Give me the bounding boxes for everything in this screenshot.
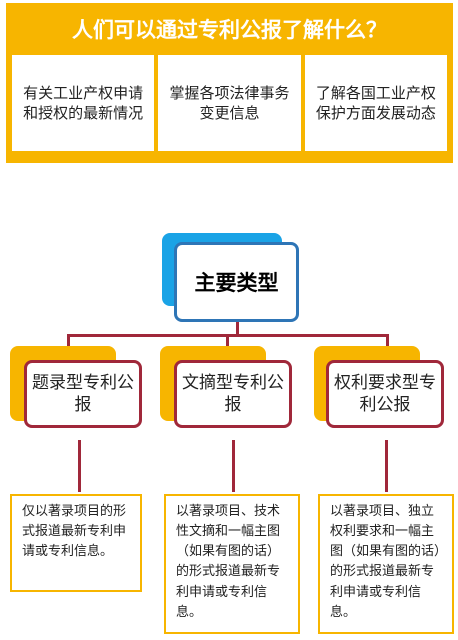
connector-desc-2 xyxy=(232,440,235,492)
info-cell-3: 了解各国工业产权保护方面发展动态 xyxy=(304,55,447,151)
header-title: 人们可以通过专利公报了解什么？ xyxy=(72,18,387,42)
connector-desc-1 xyxy=(78,440,81,492)
main-node: 主要类型 xyxy=(174,242,299,322)
description-box-1: 仅以著录项目的形式报道最新专利申请或专利信息。 xyxy=(10,494,142,592)
info-cell-1: 有关工业产权申请和授权的最新情况 xyxy=(12,55,155,151)
info-cell-2: 掌握各项法律事务变更信息 xyxy=(158,55,301,151)
type-node-3: 权利要求型专利公报 xyxy=(326,360,444,428)
description-box-2: 以著录项目、技术性文摘和一幅主图（如果有图的话）的形式报道最新专利申请或专利信息… xyxy=(164,494,300,634)
connector-trunk xyxy=(236,322,239,336)
type-node-2: 文摘型专利公报 xyxy=(174,360,292,428)
description-box-3: 以著录项目、独立权利要求和一幅主图（如果有图的话）的形式报道最新专利申请或专利信… xyxy=(318,494,454,634)
info-row: 有关工业产权申请和授权的最新情况 掌握各项法律事务变更信息 了解各国工业产权保护… xyxy=(6,55,453,151)
type-node-1: 题录型专利公报 xyxy=(24,360,142,428)
connector-desc-3 xyxy=(385,440,388,492)
